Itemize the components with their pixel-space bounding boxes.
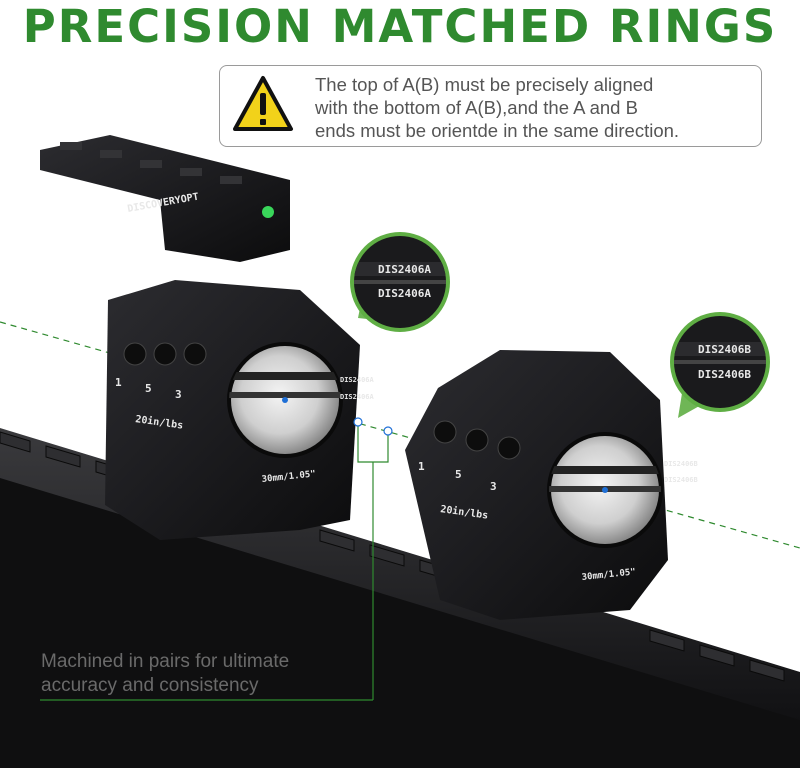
callout-code-top: DIS2406B	[698, 343, 751, 356]
warning-line: The top of A(B) must be precisely aligne…	[315, 74, 654, 95]
callout-code-bottom: DIS2406A	[378, 287, 431, 300]
screw-number: 3	[490, 480, 497, 493]
note-line: accuracy and consistency	[41, 675, 259, 696]
callout-ring-b	[670, 312, 770, 418]
screw-number: 5	[145, 382, 152, 395]
callout-code-top: DIS2406A	[378, 263, 431, 276]
level-bubble	[262, 206, 274, 218]
screw-number: 1	[418, 460, 425, 473]
bore-center-marker	[282, 397, 288, 403]
pair-note: Machined in pairs for ultimate accuracy …	[41, 650, 361, 698]
warning-callout: The top of A(B) must be precisely aligne…	[219, 65, 762, 147]
ring-b	[405, 350, 668, 620]
warning-triangle-icon	[233, 76, 293, 131]
screw-number: 3	[175, 388, 182, 401]
code-engraving: DIS2406B	[664, 460, 698, 468]
bore-center-marker	[602, 487, 608, 493]
screw-number: 1	[115, 376, 122, 389]
code-engraving: DIS2406A	[340, 376, 375, 384]
pair-connector-lines	[40, 417, 393, 701]
callout-ring-a	[350, 232, 450, 332]
warning-line: ends must be orientde in the same direct…	[315, 120, 680, 141]
screw-number: 5	[455, 468, 462, 481]
callout-code-bottom: DIS2406B	[698, 368, 751, 381]
page-title: PRECISION MATCHED RINGS	[22, 0, 778, 53]
warning-text: The top of A(B) must be precisely aligne…	[315, 73, 755, 142]
code-engraving: DIS2406A	[340, 393, 375, 401]
warning-line: with the bottom of A(B),and the A and B	[315, 97, 638, 118]
note-line: Machined in pairs for ultimate	[41, 651, 290, 672]
code-engraving: DIS2406B	[664, 476, 698, 484]
